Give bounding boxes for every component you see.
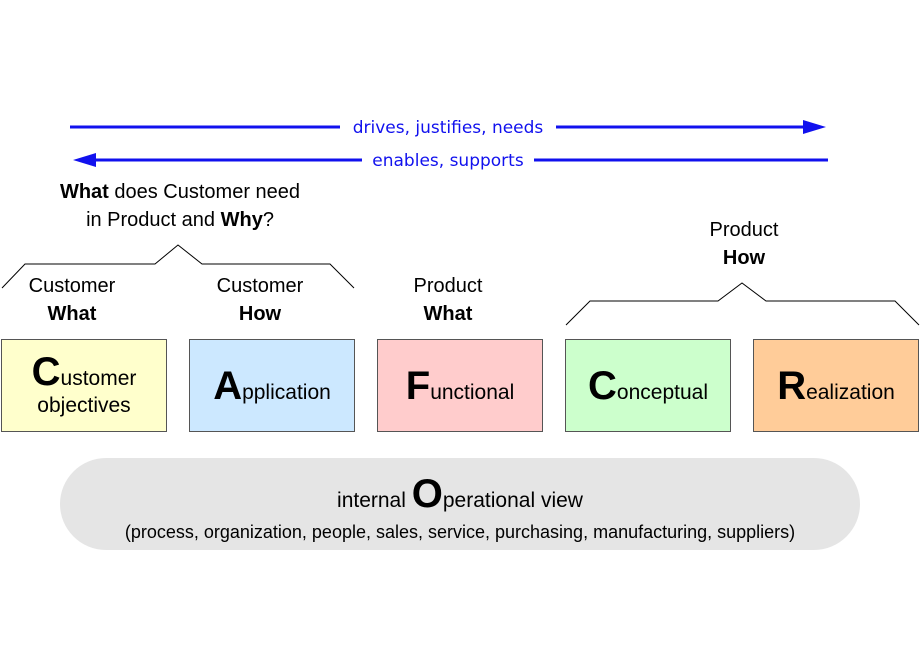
box-label: ustomer bbox=[60, 366, 137, 390]
heading-label-bold: How bbox=[722, 247, 766, 269]
heading-customer-how: Customer How bbox=[188, 272, 332, 328]
heading-label: Product bbox=[709, 219, 779, 241]
heading-label: Customer bbox=[216, 275, 304, 297]
customer-objectives-box: Customer objectives bbox=[1, 339, 167, 432]
question-line1-rest: does Customer need bbox=[108, 181, 301, 203]
operational-view: internal Operational view (process, orga… bbox=[60, 458, 860, 550]
box-initial: A bbox=[213, 363, 243, 408]
drives-arrow: drives, justifies, needs bbox=[70, 118, 826, 138]
functional-box: Functional bbox=[377, 339, 543, 432]
box-label: pplication bbox=[242, 380, 331, 404]
box-initial: C bbox=[31, 349, 61, 394]
box-initial: F bbox=[405, 363, 431, 408]
question-line2-pre: in Product and bbox=[86, 209, 221, 231]
heading-label: Product bbox=[413, 275, 483, 297]
product-how-brace bbox=[565, 282, 920, 326]
application-box: Application bbox=[189, 339, 355, 432]
heading-label: Customer bbox=[28, 275, 116, 297]
operational-initial: O bbox=[411, 472, 443, 516]
operational-pre: internal bbox=[337, 489, 412, 512]
heading-customer-what: Customer What bbox=[0, 272, 144, 328]
question-line2-post: ? bbox=[262, 209, 274, 231]
question-why: Why bbox=[220, 209, 263, 231]
heading-label-bold: What bbox=[47, 303, 97, 325]
heading-product-what: Product What bbox=[376, 272, 520, 328]
operational-detail: (process, organization, people, sales, s… bbox=[124, 522, 796, 542]
heading-product-how: Product How bbox=[672, 216, 816, 272]
enables-arrow-label: enables, supports bbox=[372, 151, 524, 171]
box-label: onceptual bbox=[616, 380, 708, 404]
box-label: unctional bbox=[430, 380, 515, 404]
realization-box: Realization bbox=[753, 339, 919, 432]
box-initial: R bbox=[777, 363, 807, 408]
heading-label-bold: How bbox=[238, 303, 282, 325]
box-label: ealization bbox=[806, 380, 895, 404]
operational-label: perational view bbox=[442, 489, 583, 512]
arrowhead-right-icon bbox=[803, 120, 826, 134]
box-initial: C bbox=[588, 363, 617, 408]
question-what: What bbox=[59, 181, 109, 203]
arrowhead-left-icon bbox=[73, 153, 96, 167]
drives-arrow-label: drives, justifies, needs bbox=[353, 118, 544, 138]
box-label-line2: objectives bbox=[37, 393, 131, 417]
customer-brace bbox=[1, 244, 355, 289]
customer-question: What does Customer need in Product and W… bbox=[40, 178, 320, 234]
conceptual-box: Conceptual bbox=[565, 339, 731, 432]
enables-arrow: enables, supports bbox=[73, 151, 828, 171]
heading-label-bold: What bbox=[423, 303, 473, 325]
